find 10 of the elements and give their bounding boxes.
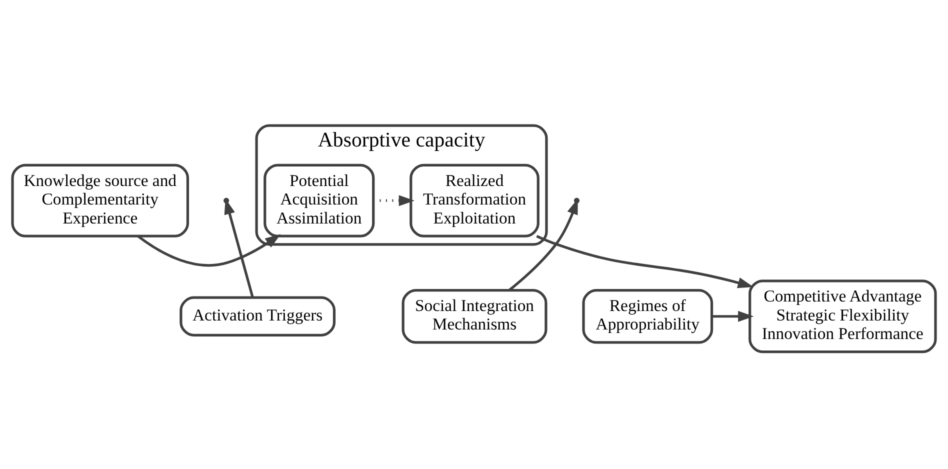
arrow (536, 234, 754, 288)
node-box: Social Integration Mechanisms (402, 289, 548, 344)
node-box: Potential Acquisition Assimilation (264, 164, 375, 238)
node-box: Knowledge source and Complementarity Experience (11, 164, 190, 238)
node-box: Activation Triggers (180, 296, 336, 336)
node-box: Regimes of Appropriability (582, 289, 714, 344)
node-box: Realized Transformation Exploitation (410, 164, 540, 238)
arrow (712, 310, 754, 322)
arrow (137, 234, 281, 267)
node-box: Competitive Advantage Strategic Flexibility Innovation Performance (748, 280, 937, 354)
